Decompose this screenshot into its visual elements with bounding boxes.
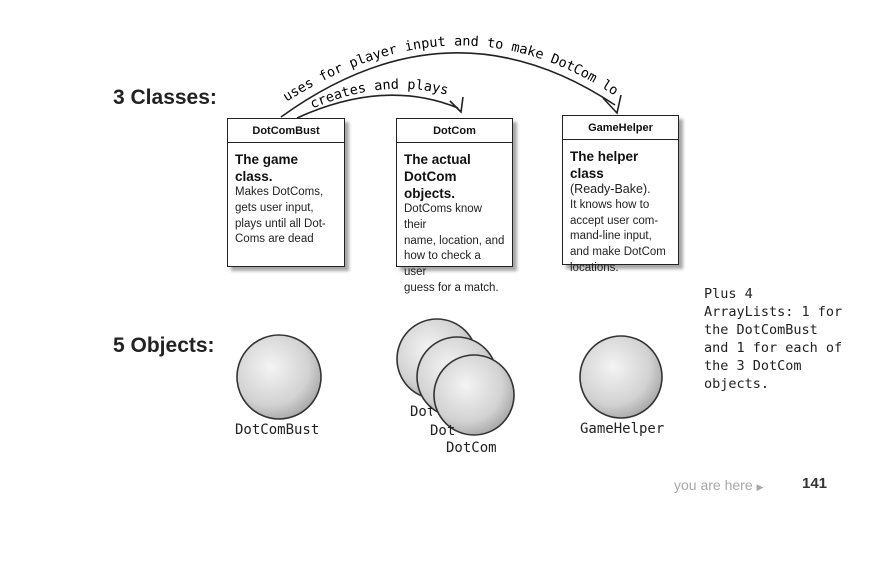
class-desc-line: guess for a match. [404,281,499,294]
you-are-here-text: you are here [674,477,753,493]
inner-arrowhead [449,96,464,114]
class-headline: The game class. [235,152,299,184]
outer-arrowhead [602,94,622,115]
class-title: DotComBust [228,119,344,143]
object-ball-gamehelper [579,335,663,419]
class-desc-line: accept user com- [570,214,659,227]
outer-arrow-label-path: uses for player input and to make DotCom… [0,0,621,105]
object-label-dotcom-3: DotCom [446,440,497,456]
arraylist-note: Plus 4 ArrayLists: 1 for the DotComBust … [704,286,843,392]
object-ball-dotcom-3 [433,354,515,436]
class-desc-line: mand-line input, [570,230,652,243]
class-box-gamehelper: GameHelper The helper class (Ready-Bake)… [562,115,679,274]
class-desc-line: Makes DotComs, [235,186,324,198]
class-body: The helper class (Ready-Bake). It knows … [563,140,678,277]
page-number: 141 [802,475,828,492]
class-headline: DotCom objects. [404,169,457,201]
class-desc-line: and make DotCom [570,246,666,259]
triangle-right-icon: ▶ [756,482,764,492]
class-headline: The actual [404,152,471,167]
class-body: The game class. Makes DotComs, gets user… [228,143,344,248]
class-desc-line: It knows how to [570,198,650,211]
class-title: DotCom [397,119,512,143]
class-title: GameHelper [563,116,678,140]
object-label-dotcombust: DotComBust [235,422,320,438]
outer-arrow [280,52,616,118]
class-desc-line: plays until all Dot- [235,217,326,230]
object-label-gamehelper: GameHelper [580,421,665,437]
class-desc-line: Coms are dead [235,233,314,246]
outer-arrow-label: uses for player input and to make DotCom… [0,0,621,105]
class-desc-line: name, location, and [404,234,505,247]
class-desc-line: how to check a user [404,250,481,279]
class-headline: The helper class [570,149,639,181]
you-are-here-hint: you are here ▶ [674,477,763,493]
classes-section-label: 3 Classes: [113,86,217,109]
inner-arrow [296,94,459,119]
class-desc-line: locations. [570,261,619,274]
class-desc-line: gets user input, [235,201,314,214]
object-label-dotcom-1: DotCom [410,404,432,420]
class-box-dotcom: DotCom The actual DotCom objects. DotCom… [396,118,513,294]
class-desc-line: DotComs know their [404,203,482,231]
object-ball-dotcombust [236,334,322,420]
object-label-dotcom-2: DotCom [430,423,454,439]
objects-section-label: 5 Objects: [113,334,215,357]
class-body: The actual DotCom objects. DotComs know … [397,143,512,297]
class-box-dotcombust: DotComBust The game class. Makes DotComs… [227,118,345,267]
class-subheadline: (Ready-Bake). [570,182,651,196]
